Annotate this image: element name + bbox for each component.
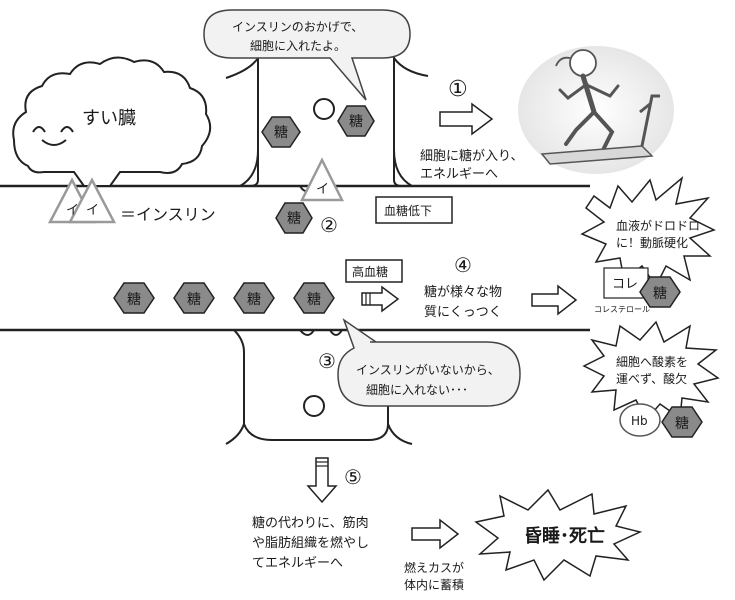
step4-text-line2: 質にくっつく — [424, 305, 502, 320]
step1-text-line2: エネルギーへ — [420, 167, 498, 182]
svg-text:糖: 糖 — [653, 286, 667, 302]
step5-text-line2: や脂肪組織を燃やし — [252, 535, 369, 551]
outcome-text: 昏睡･死亡 — [524, 525, 605, 547]
arrow-step4-out — [531, 284, 578, 316]
cholesterol-short: コレ — [612, 277, 638, 292]
low-sugar-box: 血糖低下 — [375, 196, 453, 224]
outcome-burst: 昏睡･死亡 — [474, 488, 643, 582]
waste-text-line2: 体内に蓄積 — [404, 577, 464, 592]
svg-text:糖: 糖 — [675, 416, 689, 432]
step-4-number: ④ — [454, 253, 472, 277]
svg-text:糖: 糖 — [349, 114, 363, 130]
glucose-hex-hb: 糖 — [661, 406, 703, 438]
insulin-legend: イ イ ＝インスリン — [47, 177, 216, 224]
glucose-row: 糖 糖 糖 糖 — [113, 282, 335, 314]
burst-oxygen: 細胞へ酸素を 運べず、酸欠 — [582, 320, 720, 422]
glucose-hex-blood-1: 糖 — [113, 282, 155, 314]
burst-oxygen-line2: 運べず、酸欠 — [616, 371, 687, 386]
lower-cell — [225, 329, 413, 445]
hemoglobin-group: Hb 糖 — [619, 403, 703, 438]
bubble-bottom-line1: インスリンがいないから、 — [356, 362, 500, 377]
glucose-hex-cholesterol: 糖 — [639, 276, 681, 308]
svg-text:糖: 糖 — [274, 125, 288, 141]
step4-text-line1: 糖が様々な物 — [424, 284, 502, 300]
bubble-bottom: インスリンがいないから、 細胞に入れない･･･ — [337, 318, 521, 407]
burst-blood-line1: 血液がドロドロ — [616, 218, 700, 233]
step-5-number: ⑤ — [344, 465, 362, 489]
insulin-legend-text: ＝インスリン — [120, 205, 216, 224]
arrow-step5-right — [411, 518, 460, 550]
burst-blood-line2: に！動脈硬化 — [616, 236, 688, 250]
high-sugar-box: 高血糖 — [345, 259, 403, 283]
arrow-step5-down — [306, 457, 338, 504]
glucose-hex-entering: 糖 — [275, 202, 313, 234]
pancreas: すい臓 — [12, 56, 212, 187]
glucose-hex-blood-3: 糖 — [233, 282, 275, 314]
low-sugar-text: 血糖低下 — [384, 203, 432, 218]
bubble-top-line2: 細胞に入れたよ。 — [250, 39, 346, 53]
burst-oxygen-line1: 細胞へ酸素を — [616, 354, 688, 369]
step-3-number: ③ — [318, 349, 336, 373]
svg-text:イ: イ — [316, 182, 329, 197]
step5-text-line1: 糖の代わりに、筋肉 — [252, 515, 369, 531]
svg-text:糖: 糖 — [307, 292, 321, 308]
pancreas-label: すい臓 — [82, 108, 136, 129]
glucose-hex-cell-2: 糖 — [337, 105, 375, 137]
step5-text-line3: てエネルギーへ — [252, 556, 343, 571]
waste-text-line1: 燃えカスが — [404, 560, 464, 575]
svg-text:糖: 糖 — [287, 211, 301, 227]
insulin-triangle-2 — [67, 177, 117, 224]
glucose-hex-cell-1: 糖 — [261, 116, 301, 148]
insulin-symbol-1: イ — [66, 203, 79, 218]
svg-text:糖: 糖 — [127, 292, 141, 308]
cholesterol-full: コレステロール — [594, 305, 650, 314]
high-sugar-text: 高血糖 — [352, 264, 388, 279]
svg-text:糖: 糖 — [247, 292, 261, 308]
arrow-step1 — [439, 102, 494, 136]
cholesterol-group: コレ 糖 コレステロール — [594, 267, 681, 314]
insulin-symbol-2: イ — [86, 203, 99, 218]
step-1-number: ① — [448, 77, 468, 102]
lower-cell-nucleus — [303, 395, 325, 417]
glucose-hex-blood-4: 糖 — [293, 282, 335, 314]
bubble-bottom-line2: 細胞に入れない･･･ — [366, 383, 468, 397]
bubble-top-line1: インスリンのおかげで、 — [232, 20, 363, 34]
arrow-step4-in — [361, 285, 400, 313]
step1-text-line1: 細胞に糖が入り、 — [420, 148, 523, 164]
glucose-hex-blood-2: 糖 — [173, 282, 215, 314]
step-2-number: ② — [320, 213, 338, 237]
insulin-docking: イ — [299, 157, 345, 202]
runner-illustration — [518, 46, 674, 174]
upper-cell-nucleus — [313, 98, 335, 120]
burst-blood: 血液がドロドロ に！動脈硬化 — [580, 175, 716, 288]
hb-label: Hb — [631, 414, 648, 428]
bubble-top: インスリンのおかげで、 細胞に入れたよ。 — [203, 9, 411, 101]
svg-text:糖: 糖 — [187, 292, 201, 308]
